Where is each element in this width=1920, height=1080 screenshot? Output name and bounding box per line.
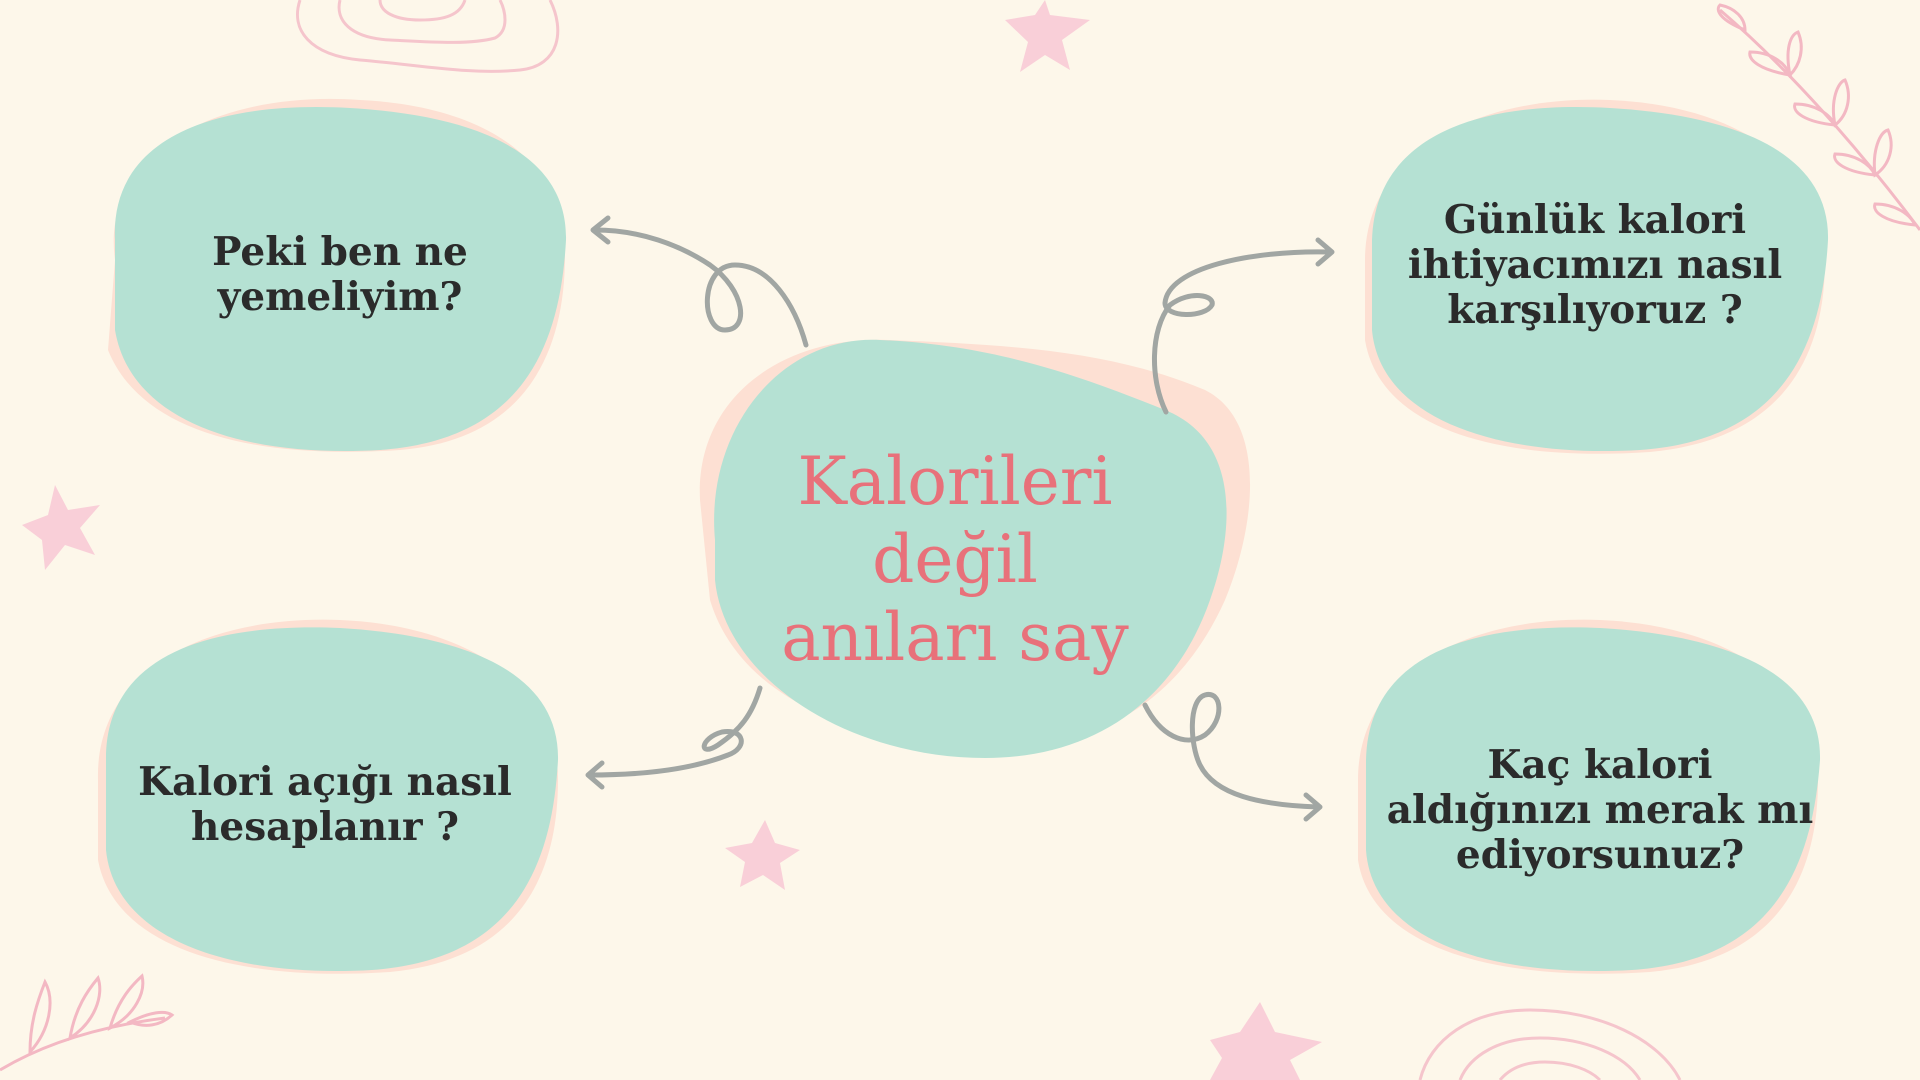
node-top-left-text: Peki ben ne yemeliyim? <box>212 229 468 320</box>
arrow-icon <box>1142 692 1323 822</box>
arrow-icon <box>1151 237 1335 415</box>
blob-center <box>714 339 1227 758</box>
star-icon <box>1210 1002 1322 1080</box>
node-top-right-text: Günlük kalori ihtiyacımızı nasıl karşılı… <box>1407 196 1783 333</box>
star-icon <box>1005 0 1090 72</box>
blob-bottom-left <box>105 627 559 972</box>
node-bottom-right: Kaç kalori aldığınızı merak mı ediyorsun… <box>1380 740 1820 880</box>
swirl-icon <box>1418 1008 1682 1080</box>
center-topic: Kalorileri değil anıları say <box>760 430 1150 690</box>
arrow-icon <box>590 215 809 348</box>
node-bottom-left-text: Kalori açığı nasıl hesaplanır ? <box>138 759 512 850</box>
node-bottom-left: Kalori açığı nasıl hesaplanır ? <box>120 745 530 865</box>
center-topic-text: Kalorileri değil anıları say <box>781 443 1129 676</box>
blob-top-right <box>1372 107 1829 452</box>
star-icon <box>22 485 100 570</box>
leaf-branch-icon <box>0 973 175 1072</box>
star-icon <box>725 820 800 890</box>
swirl-icon <box>296 0 560 73</box>
arrow-icon <box>585 685 763 790</box>
node-top-right: Günlük kalori ihtiyacımızı nasıl karşılı… <box>1390 195 1800 335</box>
blob-top-left <box>114 107 567 452</box>
leaf-branch-icon <box>1716 3 1920 231</box>
node-top-left: Peki ben ne yemeliyim? <box>140 215 540 335</box>
blob-bottom-right <box>1366 627 1821 972</box>
node-bottom-right-text: Kaç kalori aldığınızı merak mı ediyorsun… <box>1386 741 1814 878</box>
